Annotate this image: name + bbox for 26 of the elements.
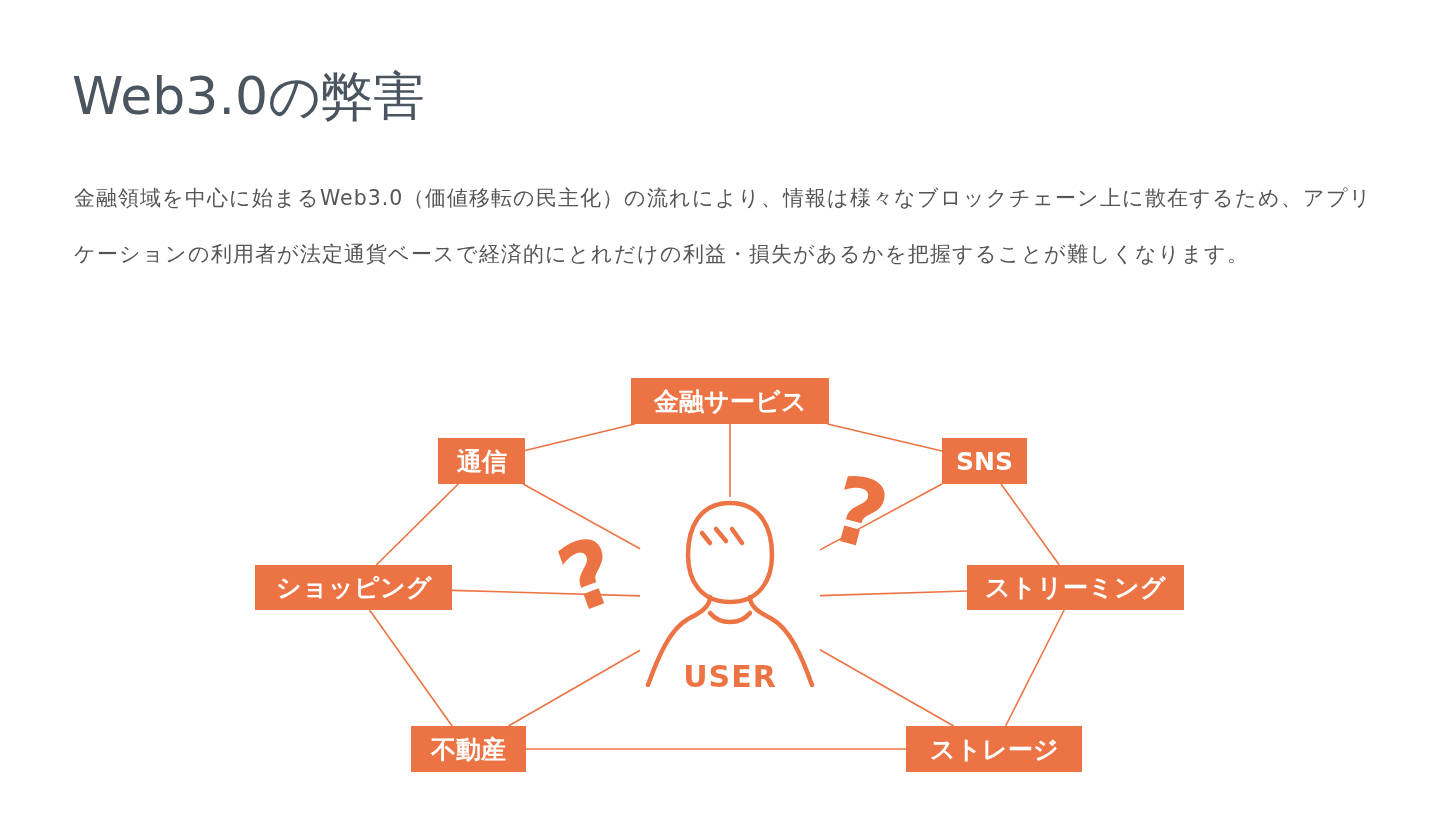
connector-line bbox=[451, 589, 641, 597]
title: Web3.0の弊害 bbox=[72, 65, 426, 128]
service-box: ショッピング bbox=[255, 565, 452, 610]
connector-line bbox=[819, 649, 955, 727]
service-box: ストリーミング bbox=[967, 565, 1184, 610]
service-box: ストレージ bbox=[906, 726, 1082, 772]
connector-line bbox=[1000, 483, 1061, 566]
connector-line bbox=[368, 609, 453, 727]
connector-line bbox=[524, 423, 636, 452]
connector-line bbox=[522, 483, 641, 550]
service-box: 通信 bbox=[438, 438, 525, 484]
service-box: 金融サービス bbox=[631, 378, 829, 424]
connector-line bbox=[375, 483, 460, 566]
connector-line bbox=[507, 649, 641, 727]
connector-line bbox=[819, 483, 943, 551]
connector-line bbox=[819, 590, 968, 597]
connector-line bbox=[729, 423, 731, 498]
service-box: 不動産 bbox=[411, 726, 526, 772]
service-box: SNS bbox=[942, 438, 1027, 484]
question-mark: ? bbox=[547, 523, 630, 629]
connector-line bbox=[1004, 609, 1065, 727]
question-mark: ? bbox=[821, 462, 897, 566]
connector-line bbox=[826, 423, 943, 452]
connector-line bbox=[525, 748, 907, 750]
user-label: USER bbox=[682, 659, 778, 694]
description-paragraph: 金融領域を中心に始まるWeb3.0（価値移転の民主化）の流れにより、情報は様々なブロックチェーン上に散在するため、アプリケーションの利用者が法定通貨ベースで経済的にとれだけの利益・損失があるかを把握することが難しくなります。 bbox=[74, 185, 1374, 268]
